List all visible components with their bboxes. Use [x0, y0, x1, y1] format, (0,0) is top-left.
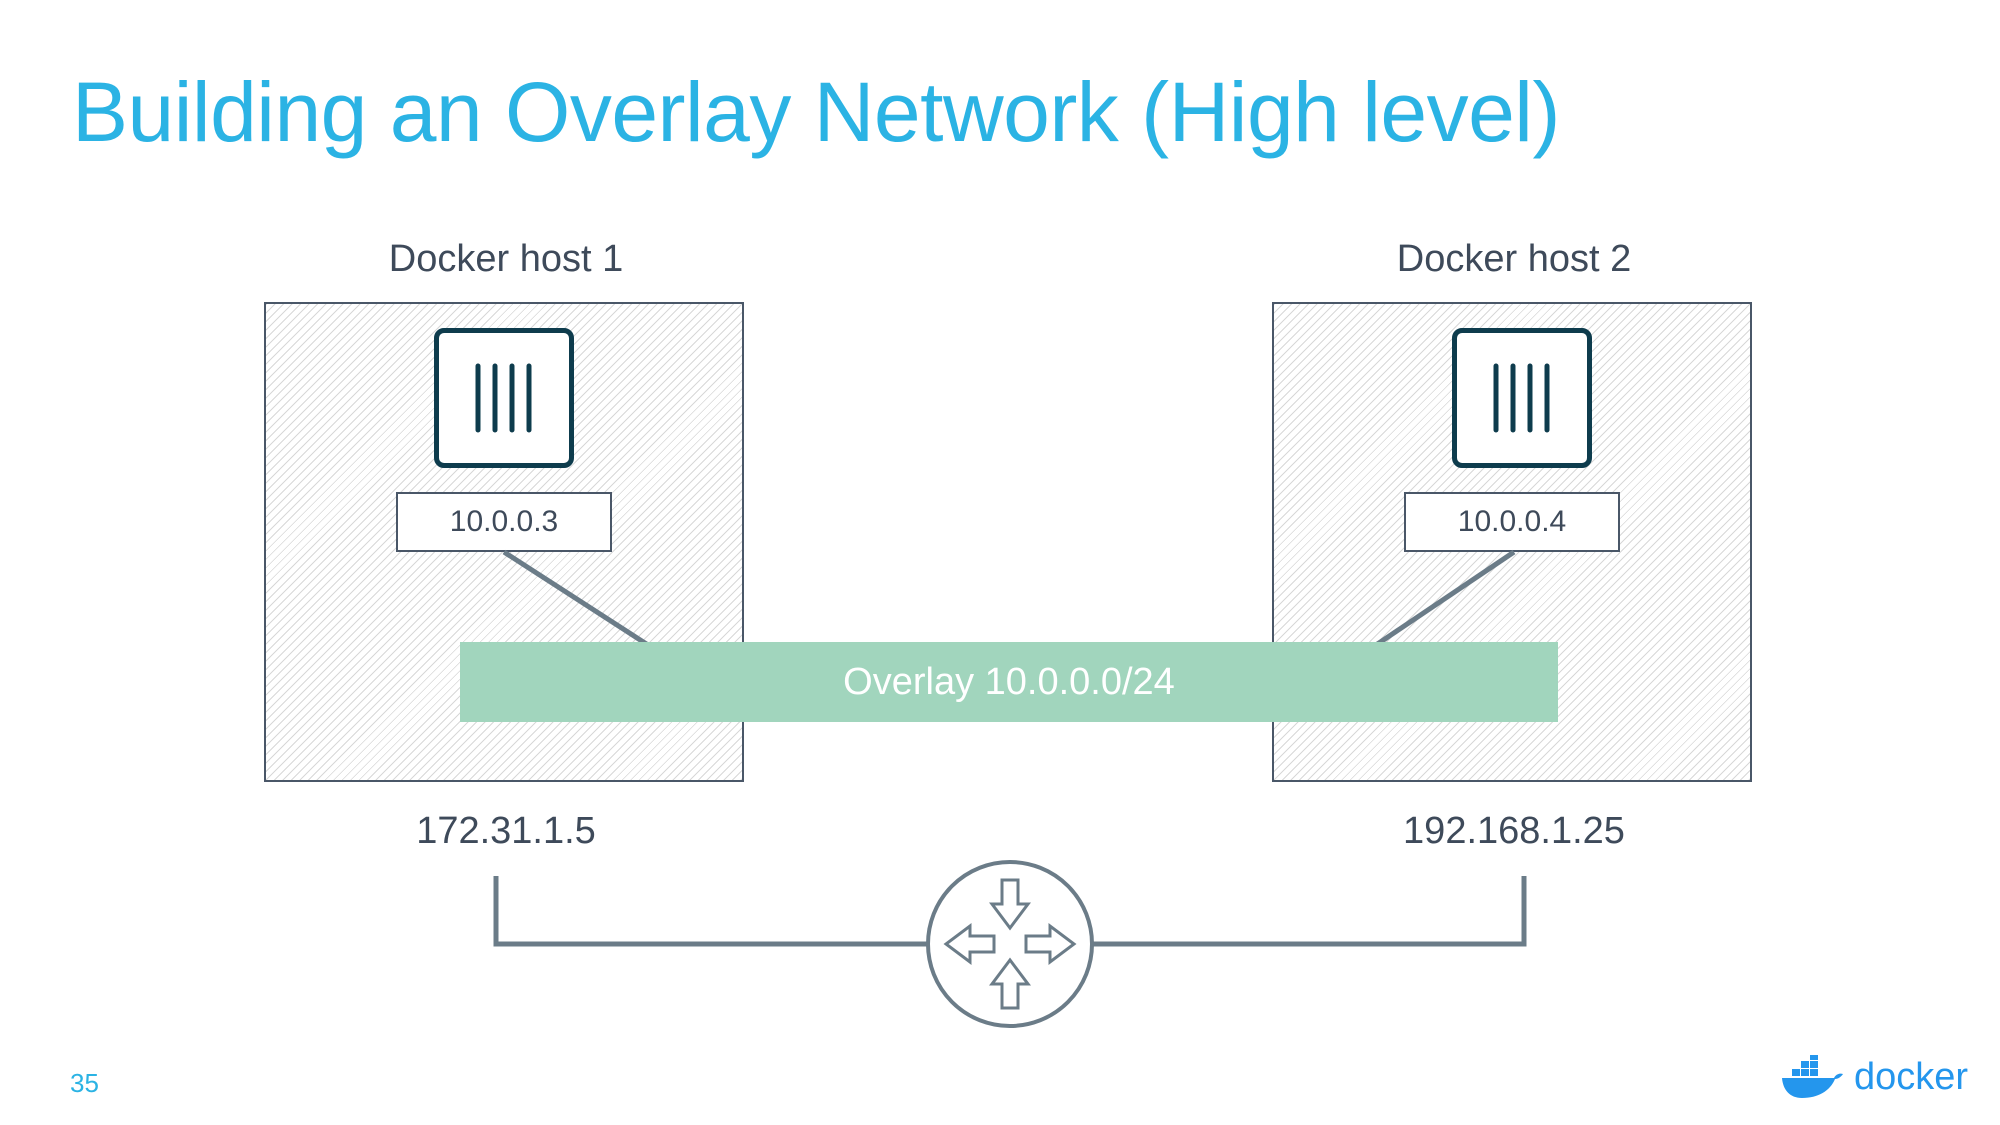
- host-1-label: Docker host 1: [388, 238, 624, 280]
- container-2-icon: [1452, 328, 1592, 468]
- container-2-ip: 10.0.0.4: [1404, 492, 1620, 552]
- container-1-icon: [434, 328, 574, 468]
- slide-title: Building an Overlay Network (High level): [72, 65, 1560, 159]
- container-1-ip: 10.0.0.3: [396, 492, 612, 552]
- router-icon: [926, 860, 1094, 1028]
- container-2-link: [1374, 549, 1516, 648]
- host-1-uplink: [493, 876, 928, 947]
- docker-logo: docker: [1780, 1055, 1968, 1099]
- brand-name: docker: [1854, 1055, 1969, 1098]
- host-2-uplink: [1092, 876, 1527, 947]
- overlay-label: Overlay 10.0.0.0/24: [843, 660, 1175, 703]
- host-2-ip: 192.168.1.25: [1403, 810, 1625, 852]
- container-1-link: [502, 549, 650, 648]
- page-number: 35: [70, 1068, 99, 1098]
- host-1-ip: 172.31.1.5: [416, 810, 596, 852]
- host-2-label: Docker host 2: [1396, 238, 1632, 280]
- docker-whale-icon: [1782, 1055, 1843, 1098]
- overlay-network-bar: Overlay 10.0.0.0/24: [460, 642, 1558, 722]
